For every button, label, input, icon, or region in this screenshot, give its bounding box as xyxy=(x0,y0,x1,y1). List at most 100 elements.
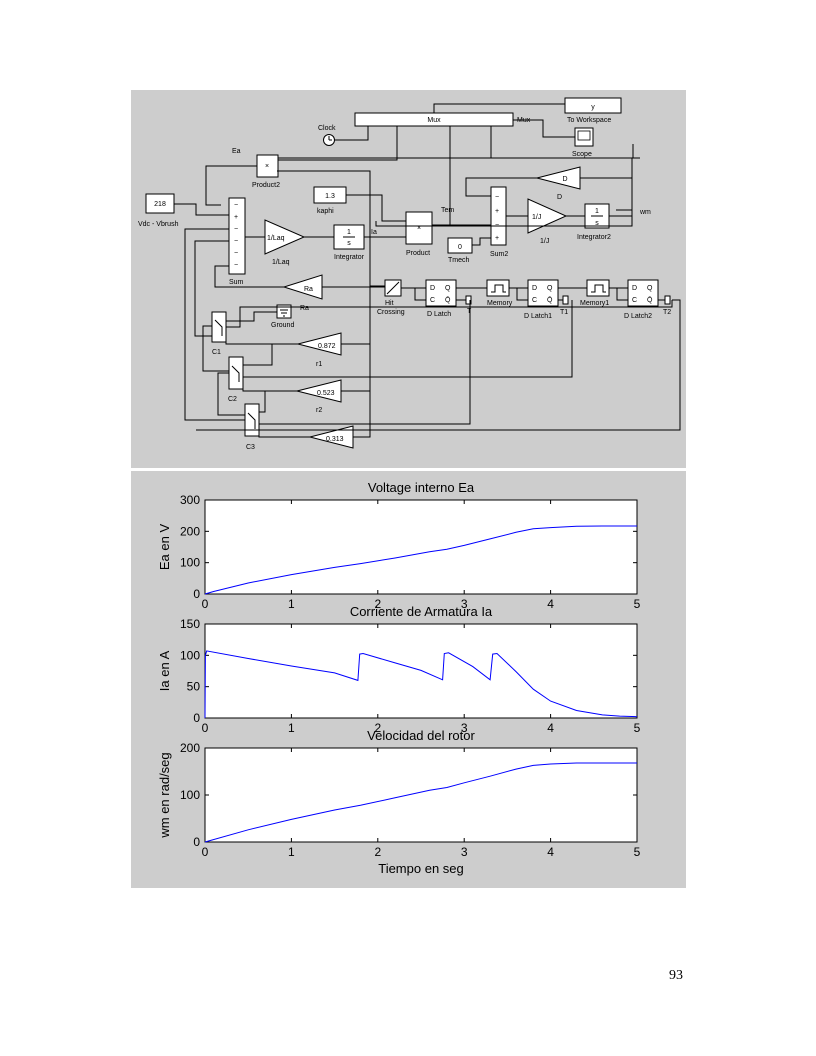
plot-2-xtick-label: 3 xyxy=(461,721,468,735)
plot-3-xtick-label: 0 xyxy=(202,845,209,859)
plot-3-xtick-label: 3 xyxy=(461,845,468,859)
svg-text:C: C xyxy=(532,297,537,304)
integrator-den: s xyxy=(347,240,351,247)
ground-label: Ground xyxy=(271,322,294,329)
plot-1-xtick-label: 3 xyxy=(461,597,468,611)
scope-block[interactable]: Scope xyxy=(572,127,594,158)
integrator-num: 1 xyxy=(347,229,351,236)
svg-text:Q: Q xyxy=(445,285,451,292)
vdc-value: 218 xyxy=(154,201,166,208)
integrator2-block[interactable]: 1 s Integrator2 xyxy=(577,203,611,241)
plot-3-ylabel: wm en rad/seg xyxy=(157,752,172,838)
r2-value: 0.523 xyxy=(317,390,335,397)
sum-block[interactable]: − + − − − − Sum xyxy=(228,197,246,286)
tmech-value: 0 xyxy=(458,244,462,251)
d-latch2-block[interactable]: D Q C Q̄ D Latch2 xyxy=(624,279,659,320)
sum-label: Sum xyxy=(229,279,244,286)
plot-1-ylabel: Ea en V xyxy=(157,524,172,571)
plot-3-title: Velocidad del rotor xyxy=(367,728,475,743)
plot-2-xtick-label: 0 xyxy=(202,721,209,735)
plot-1-xtick-label: 4 xyxy=(547,597,554,611)
svg-text:C: C xyxy=(430,297,435,304)
plot-2-xtick-label: 1 xyxy=(288,721,295,735)
j-gain-value: 1/J xyxy=(532,214,541,221)
t2-label: T2 xyxy=(663,309,671,316)
svg-text:Q̄: Q̄ xyxy=(647,296,653,304)
tem-label: Tem xyxy=(441,207,454,214)
integrator-label: Integrator xyxy=(334,254,365,261)
d-gain-value: D xyxy=(562,176,567,183)
scope-icon xyxy=(577,130,591,141)
integrator2-den: s xyxy=(595,220,599,227)
d-latch2-label: D Latch2 xyxy=(624,313,652,320)
integrator-block[interactable]: 1 s Integrator xyxy=(333,224,365,261)
d-latch-label: D Latch xyxy=(427,311,451,318)
svg-text:+: + xyxy=(234,214,238,221)
d-latch1-block[interactable]: D Q C Q̄ D Latch1 xyxy=(524,279,559,320)
c3-label: C3 xyxy=(246,444,255,451)
svg-text:C: C xyxy=(632,297,637,304)
j-gain-block[interactable]: 1/J 1/J xyxy=(527,198,568,245)
ia-label: Ia xyxy=(371,229,377,236)
vdc-constant-block[interactable]: 218 Vdc - Vbrush xyxy=(138,193,179,228)
ground-block[interactable]: Ground xyxy=(271,304,294,329)
d-latch-block[interactable]: D Q C Q̄ D Latch xyxy=(425,279,457,318)
kaphi-value: 1.3 xyxy=(325,193,335,200)
svg-text:−: − xyxy=(234,226,238,233)
wm-label: wm xyxy=(639,209,651,216)
t1-label: T1 xyxy=(560,309,568,316)
plot-3-ytick-label: 0 xyxy=(193,835,200,849)
r1-value: 0.872 xyxy=(318,343,336,350)
plot-3-xtick-label: 4 xyxy=(547,845,554,859)
plot-3-series-line xyxy=(204,762,637,843)
plot-1-xtick-label: 0 xyxy=(202,597,209,611)
plot-3-ytick-label: 200 xyxy=(180,741,200,755)
plot-1-ytick-label: 300 xyxy=(180,493,200,507)
product-label: Product xyxy=(406,250,430,257)
product2-label: Product2 xyxy=(252,182,280,189)
svg-text:Q: Q xyxy=(647,285,653,292)
ra-gain-label: Ra xyxy=(300,305,309,312)
svg-text:D: D xyxy=(632,285,637,292)
plot-2-ytick-label: 0 xyxy=(193,711,200,725)
svg-text:D: D xyxy=(430,285,435,292)
product-symbol: × xyxy=(417,225,421,232)
plot-1-series-line xyxy=(204,525,637,595)
to-workspace-label: To Workspace xyxy=(567,117,611,124)
product-block[interactable]: × Product xyxy=(405,211,433,257)
integrator2-num: 1 xyxy=(595,208,599,215)
plot-1-title: Voltage interno Ea xyxy=(368,480,475,495)
mux-label: Mux xyxy=(427,117,441,124)
j-gain-label: 1/J xyxy=(540,238,549,245)
svg-text:Hit: Hit xyxy=(385,300,394,307)
plot-3-ytick-label: 100 xyxy=(180,788,200,802)
clock-block[interactable]: Clock xyxy=(318,125,336,146)
scope-label: Scope xyxy=(572,151,592,158)
svg-text:+: + xyxy=(495,208,499,215)
plot-2-xtick-label: 2 xyxy=(374,721,381,735)
svg-text:−: − xyxy=(234,202,238,209)
plot-3-xtick-label: 5 xyxy=(634,845,641,859)
integrator2-label: Integrator2 xyxy=(577,234,611,241)
plot-3-xtick-label: 2 xyxy=(374,845,381,859)
svg-text:Q̄: Q̄ xyxy=(547,296,553,304)
product2-symbol: × xyxy=(265,163,269,170)
d-latch1-label: D Latch1 xyxy=(524,313,552,320)
laq-gain-value: 1/Laq xyxy=(267,235,285,242)
to-workspace-block[interactable]: y To Workspace xyxy=(564,97,622,124)
memory1-label: Memory1 xyxy=(580,300,609,307)
plot-2-ytick-label: 150 xyxy=(180,617,200,631)
plot-1-xtick-label: 2 xyxy=(374,597,381,611)
simulink-diagram: Mux Mux Clock y To Workspace Scope × Pro… xyxy=(131,90,686,468)
plot-1-ytick-label: 100 xyxy=(180,556,200,570)
r1-label: r1 xyxy=(316,361,322,368)
to-workspace-var: y xyxy=(591,104,595,111)
plot-1-ytick-label: 0 xyxy=(193,587,200,601)
plot-3-xtick-label: 1 xyxy=(288,845,295,859)
product2-block[interactable]: × Product2 xyxy=(252,154,280,189)
ra-gain-value: Ra xyxy=(304,286,313,293)
plot-2-ytick-label: 100 xyxy=(180,648,200,662)
svg-text:−: − xyxy=(234,238,238,245)
kaphi-constant-block[interactable]: 1.3 kaphi xyxy=(313,186,347,215)
